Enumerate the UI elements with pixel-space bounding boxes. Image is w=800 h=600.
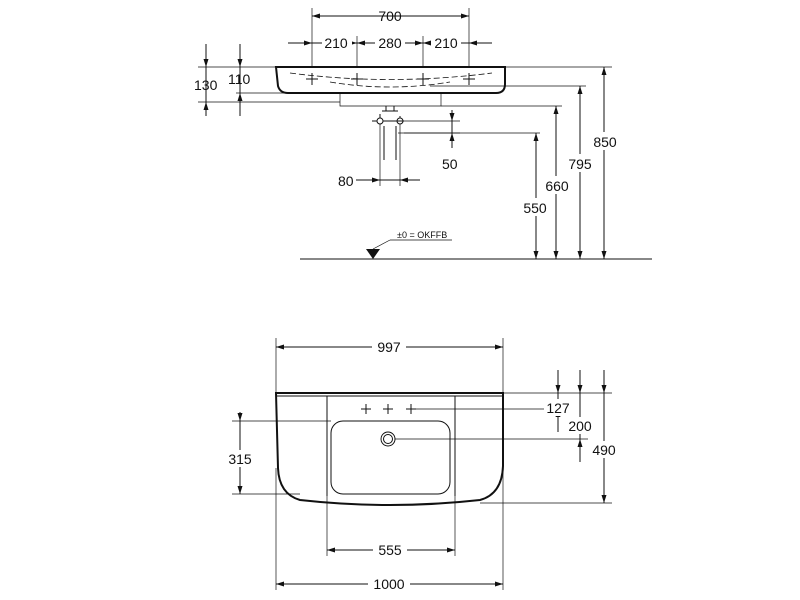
dim-315: 315 (228, 451, 252, 467)
dim-555: 555 (378, 542, 402, 558)
dim-280: 280 (378, 35, 402, 51)
floor-label: ±0 = OKFFB (397, 230, 447, 240)
dim-700: 700 (378, 8, 402, 24)
dim-80: 80 (338, 173, 354, 189)
dim-1000: 1000 (373, 576, 404, 592)
dim-490: 490 (592, 442, 616, 458)
tap-hole-crosses (361, 404, 416, 414)
tap-hole-marks (306, 73, 475, 85)
dim-210-right: 210 (434, 35, 458, 51)
plan-view: 997 127 200 490 (225, 338, 618, 592)
dim-660: 660 (545, 178, 569, 194)
dim-127: 127 (546, 400, 570, 416)
dim-210-left: 210 (324, 35, 348, 51)
front-elevation: 700 210 280 210 (194, 8, 652, 260)
floor-level-symbol (366, 239, 452, 259)
dim-997: 997 (377, 339, 401, 355)
dim-50: 50 (442, 156, 458, 172)
dim-130: 130 (194, 77, 218, 93)
dim-200: 200 (568, 418, 592, 434)
dim-550: 550 (523, 200, 547, 216)
dim-795: 795 (568, 156, 592, 172)
dim-850: 850 (593, 134, 617, 150)
dim-110: 110 (228, 71, 251, 87)
